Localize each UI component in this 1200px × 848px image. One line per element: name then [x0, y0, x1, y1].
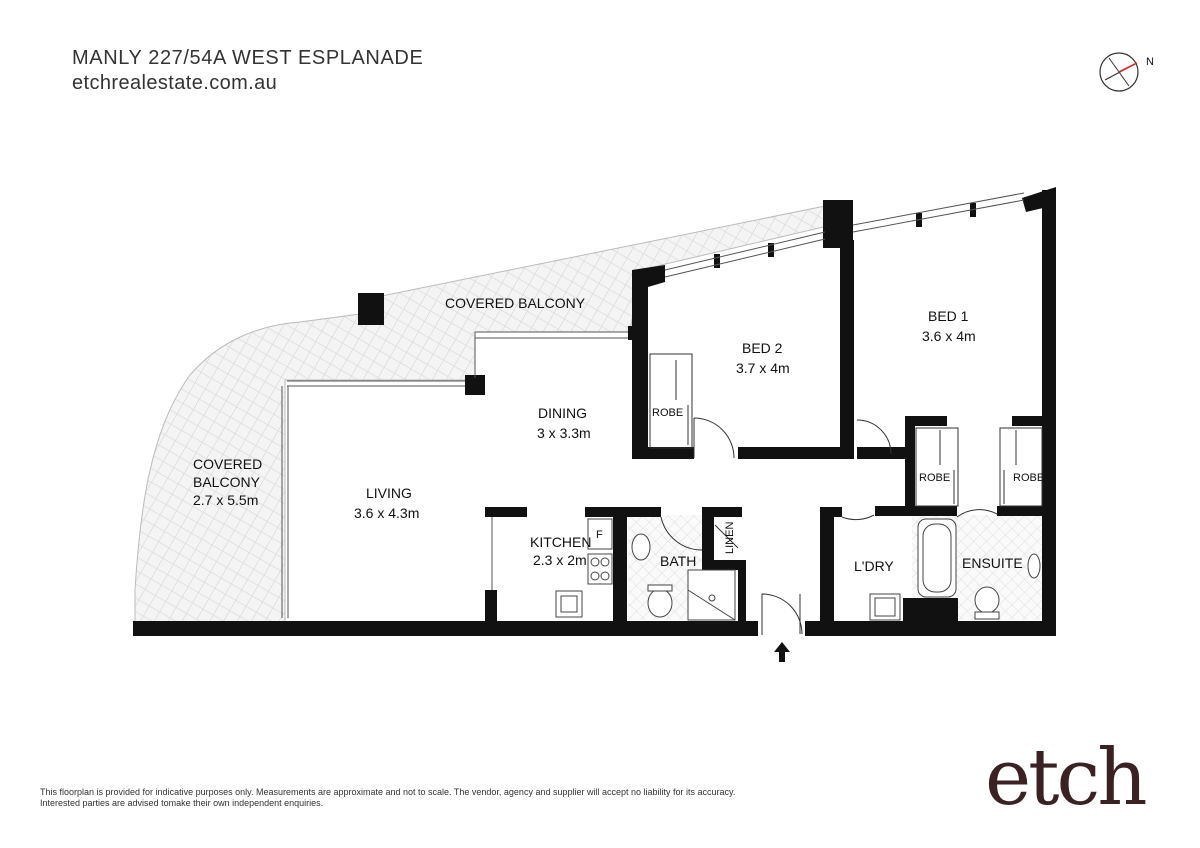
bed1-label: BED 1	[928, 308, 969, 324]
compass-north-label: N	[1146, 56, 1154, 68]
robe-fixtures	[649, 353, 1043, 507]
bed2-label: BED 2	[742, 340, 783, 356]
dining-size: 3 x 3.3m	[537, 425, 591, 441]
disclaimer: This floorplan is provided for indicativ…	[40, 787, 900, 809]
covered-balcony-top-label: COVERED BALCONY	[445, 295, 586, 311]
fridge-icon	[587, 518, 613, 550]
walls	[133, 187, 1056, 636]
covered-balcony-area	[134, 204, 833, 623]
windows	[281, 192, 1025, 618]
laundry-label: L'DRY	[854, 558, 894, 574]
living-size: 3.6 x 4.3m	[354, 505, 419, 521]
covered-balcony-left-line1: COVERED	[193, 456, 262, 472]
fixtures	[555, 518, 1041, 621]
covered-balcony-left-size: 2.7 x 5.5m	[193, 492, 258, 508]
ensuite-label: ENSUITE	[962, 555, 1023, 571]
bath-basin-icon	[631, 533, 651, 561]
doors	[660, 417, 998, 635]
bath-toilet-icon	[647, 588, 673, 618]
disclaimer-line-2: Interested parties are advised tomake th…	[40, 798, 324, 808]
ensuite-basin-icon	[1027, 553, 1041, 579]
kitchen-size: 2.3 x 2m	[533, 552, 587, 568]
covered-balcony-left-line2: BALCONY	[193, 474, 261, 490]
ensuite-toilet-icon	[974, 586, 1000, 614]
bed1-robe-left-label: ROBE	[919, 472, 950, 484]
compass-icon: N	[1099, 52, 1154, 92]
fridge-label: F	[596, 529, 603, 541]
property-title: MANLY 227/54A WEST ESPLANADE	[72, 47, 424, 69]
disclaimer-line-1: This floorplan is provided for indicativ…	[40, 787, 736, 797]
etch-logo: etch	[985, 733, 1147, 823]
kitchen-label: KITCHEN	[530, 534, 591, 550]
linen-label: LINEN	[724, 522, 736, 554]
cooktop-icon	[587, 553, 613, 585]
bed1-robe-right-label: ROBE	[1013, 472, 1044, 484]
bed1-size: 3.6 x 4m	[922, 328, 976, 344]
living-label: LIVING	[366, 485, 412, 501]
entry-arrow-icon	[774, 642, 790, 662]
website-url: etchrealestate.com.au	[72, 72, 278, 94]
header: MANLY 227/54A WEST ESPLANADE etchrealest…	[72, 46, 423, 96]
dining-label: DINING	[538, 405, 587, 421]
bath-label: BATH	[660, 553, 696, 569]
bed2-robe-label: ROBE	[652, 407, 683, 419]
bed2-size: 3.7 x 4m	[736, 360, 790, 376]
